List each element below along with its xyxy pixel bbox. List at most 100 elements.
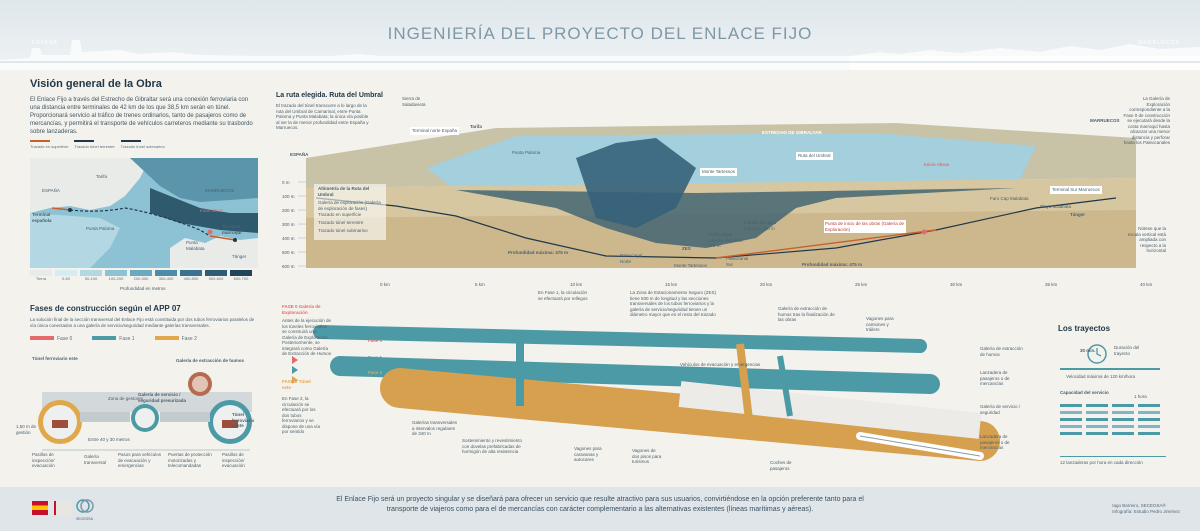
depth-scale-step: 200-300 — [130, 270, 152, 281]
skyline-illustration — [0, 40, 1200, 70]
tunnel-right-0: Galería de extracción de humos — [980, 346, 1023, 357]
strait-map — [30, 158, 258, 268]
trayectos-duration-value: 30 min. — [1080, 348, 1096, 353]
route-distance-tick: 30 km — [950, 282, 963, 287]
tunnel-fase2-title: FASE 2 Túnel este — [282, 379, 311, 390]
phases-title: Fases de construcción según el APP 07 — [30, 304, 181, 313]
phases-text: La solución final de la sección transver… — [30, 317, 255, 328]
ministry-logo-icon — [54, 501, 72, 515]
capacity-grid — [1060, 404, 1166, 439]
legend-land-tunnel: Trazado túnel terrestre — [74, 140, 115, 149]
shuttle-mark — [1112, 418, 1134, 421]
tunnel-sostenimiento: Sostenimiento y revestimiento con dovela… — [462, 438, 523, 454]
route-zes-label: ZES — [682, 246, 691, 251]
route-lamina-label: Lámina de agua máxima: 300 m — [744, 220, 777, 231]
route-distance-tick: 25 km — [855, 282, 868, 287]
map-espana-label: ESPAÑA — [42, 188, 60, 193]
route-distance-tick: 10 km — [570, 282, 583, 287]
route-distance-tick: 35 km — [1045, 282, 1058, 287]
fase1-tube — [330, 356, 940, 394]
secegsa-logo-icon — [76, 499, 94, 513]
route-depth-tick: 200 m — [282, 208, 295, 213]
overview-text: El Enlace Fijo a través del Estrecho de … — [30, 97, 253, 135]
route-faro-label: Faro Cap Malabata — [990, 196, 1029, 201]
tunnel-3d-diagram — [292, 325, 1000, 461]
route-legend-title: Altimetría de la Ruta del Umbral — [318, 186, 370, 197]
capacity-divider — [1060, 456, 1166, 457]
tunnel-coches: Coches de pasajeros — [770, 460, 792, 471]
label-tunel-oeste: Túnel ferroviario oeste — [232, 412, 255, 428]
label-puertas: Puertas de protección motorizadas y tele… — [168, 452, 212, 468]
shuttle-mark — [1060, 432, 1082, 435]
shuttle-mark — [1112, 425, 1134, 428]
shuttle-mark — [1060, 425, 1082, 428]
shuttle-mark — [1138, 432, 1160, 435]
route-depth-tick: 100 m — [282, 194, 295, 199]
tunnel-galeria-extraccion: Galería de extracción de humos tras la f… — [778, 306, 835, 322]
tunnel-fase0-text: Antes de la ejecución de los túneles fer… — [282, 318, 332, 356]
terminal-ma-marker — [233, 238, 237, 242]
map-tarifa-label: Tarifa — [96, 174, 108, 179]
tunnel-fase1-text: En Fase 1, la circulación se efectuará p… — [538, 290, 588, 301]
shuttle-mark — [1086, 411, 1108, 414]
route-estrecho-label: ESTRECHO DE GIBRALTAR — [762, 130, 822, 135]
route-3d-block — [298, 123, 1136, 268]
fase2-open-section — [678, 381, 982, 439]
tunnel-fase1-label: Fase 1 — [368, 355, 383, 360]
header-banner: INGENIERÍA DEL PROYECTO DEL ENLACE FIJO … — [0, 0, 1200, 70]
cross-section-diagram — [38, 372, 252, 451]
shuttle-mark — [1060, 404, 1082, 407]
route-prof-max-label: Profundidad máxima del túnel: 475 m — [708, 232, 744, 248]
route-sierra-label: Sierra de Saladavieta — [402, 96, 426, 107]
route-prof-max-bottom: Profundidad máxima: 475 m — [508, 250, 569, 255]
tunnel-vagones-pisos: Vagones de dos pisos para turismos — [632, 448, 662, 464]
cross-gallery-2 — [736, 343, 754, 429]
cross-gallery-3 — [777, 355, 793, 417]
label-galeria-transv: Galería transversal — [84, 454, 107, 465]
map-punta-paloma-label: Punta Paloma — [86, 226, 115, 231]
route-depth-tick: 600 m — [282, 264, 295, 269]
shuttle-mark — [1112, 411, 1134, 414]
exploration-gallery-line — [715, 229, 937, 259]
tunnel-fase1-title: FASE 1 Túnel oeste — [406, 330, 435, 341]
route-legend-1: Trazado en superficie — [318, 212, 362, 217]
shuttle-mark — [1060, 418, 1082, 421]
overview-legend: Trazado en superficie Trazado túnel terr… — [30, 140, 165, 149]
page-title: INGENIERÍA DEL PROYECTO DEL ENLACE FIJO — [387, 24, 813, 43]
tunnel-fase0-label: Fase 0 — [368, 338, 383, 343]
route-distance-tick: 40 km — [1140, 282, 1153, 287]
trayectos-lanzaderas: 12 lanzaderas por hora en cada dirección — [1060, 460, 1143, 465]
marruecos-tag: MARRUECOS — [1138, 40, 1180, 46]
route-distance-tick: 15 km — [665, 282, 678, 287]
tunnel-zes-text: La Zona de Estacionamiento Seguro (ZES) … — [630, 290, 717, 317]
route-depth-tick: 300 m — [282, 222, 295, 227]
route-depth-tick: 500 m — [282, 250, 295, 255]
shuttle-mark — [1138, 425, 1160, 428]
legend-fase0: Fase 0 — [30, 336, 72, 342]
depth-scale-step: 50-100 — [80, 270, 102, 281]
map-terminal-es-label: Terminal española — [32, 212, 52, 223]
route-escala-note: Nótese que la escala vertical está ampli… — [1127, 226, 1166, 253]
footer-text: El Enlace Fijo será un proyecto singular… — [336, 496, 864, 513]
legend-fase1: Fase 1 — [92, 336, 135, 342]
strait-sea-surface — [426, 133, 1036, 193]
tunnel-right-1: Lanzadera de pasajeros o de mercancías — [980, 370, 1010, 386]
route-prof-max-bottom2: Profundidad máxima: 475 m — [802, 262, 863, 267]
credits: Iago Barreiro, SECEGSA® Infografía: Estu… — [1112, 503, 1180, 515]
label-gestion: 1,50 m de gestión — [16, 424, 37, 435]
shuttle-mark — [1086, 425, 1108, 428]
fase2-tube — [380, 368, 1000, 461]
shuttle-mark — [1112, 432, 1134, 435]
depth-scale-step: 300-400 — [155, 270, 177, 281]
mountain-ridge — [576, 138, 696, 228]
route-monte-tartessos-b: Monte Tartessos — [674, 263, 707, 268]
route-title: La ruta elegida. Ruta del Umbral — [276, 92, 383, 99]
route-terminal-es-label: Terminal norte España — [410, 127, 460, 135]
route-distance-tick: 5 km — [475, 282, 485, 287]
fase0-arrow — [292, 356, 298, 364]
map-punta-malabata-label: Punta Malabata — [186, 240, 205, 251]
tunnel-vagones-caravanas: Vagones para caravanas y autocares — [574, 446, 602, 462]
fase2-arrow — [292, 376, 298, 384]
depth-scale-label: Profundidad en metros — [120, 286, 166, 291]
legend-sea-tunnel: Trazado túnel submarino — [120, 140, 165, 149]
